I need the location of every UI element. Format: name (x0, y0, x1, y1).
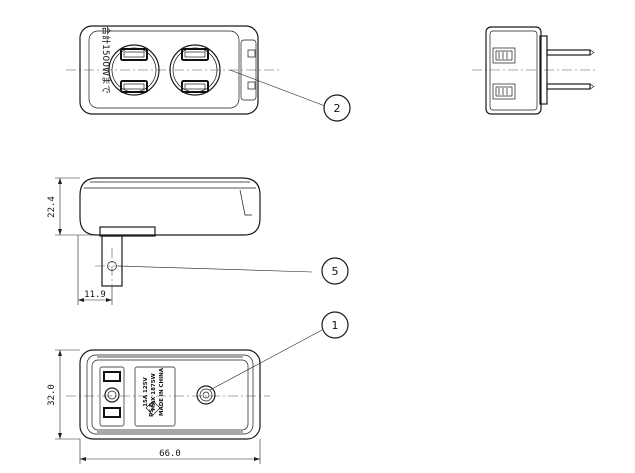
svg-text:PS E: PS E (149, 403, 155, 417)
rating-text: 15A 125V (143, 376, 149, 406)
svg-text:2: 2 (334, 102, 341, 115)
bottom-view: 15A 125V MAX 1875W MADE IN CHINA PS E (55, 329, 323, 464)
callout-5: 5 (321, 257, 349, 285)
callout-2: 2 (323, 94, 351, 122)
dim-width: 32.0 (47, 384, 57, 406)
dim-plug-offset: 11.9 (84, 290, 106, 300)
top-view: 合計1500Wまで (66, 25, 326, 115)
dim-length: 66.0 (159, 449, 181, 459)
outlet-right (169, 44, 221, 96)
callout-1: 1 (321, 311, 349, 339)
side-view (472, 26, 598, 115)
origin-text: MADE IN CHINA (159, 367, 165, 416)
capacity-marking: 合計1500Wまで (100, 26, 112, 94)
front-view (55, 177, 313, 305)
outlet-left (108, 44, 160, 96)
dim-height: 22.4 (47, 196, 57, 218)
svg-text:1: 1 (332, 319, 339, 332)
pse-mark-icon: PS E (145, 400, 161, 417)
wattage-text: MAX 1875W (151, 373, 157, 410)
svg-text:5: 5 (332, 265, 339, 278)
